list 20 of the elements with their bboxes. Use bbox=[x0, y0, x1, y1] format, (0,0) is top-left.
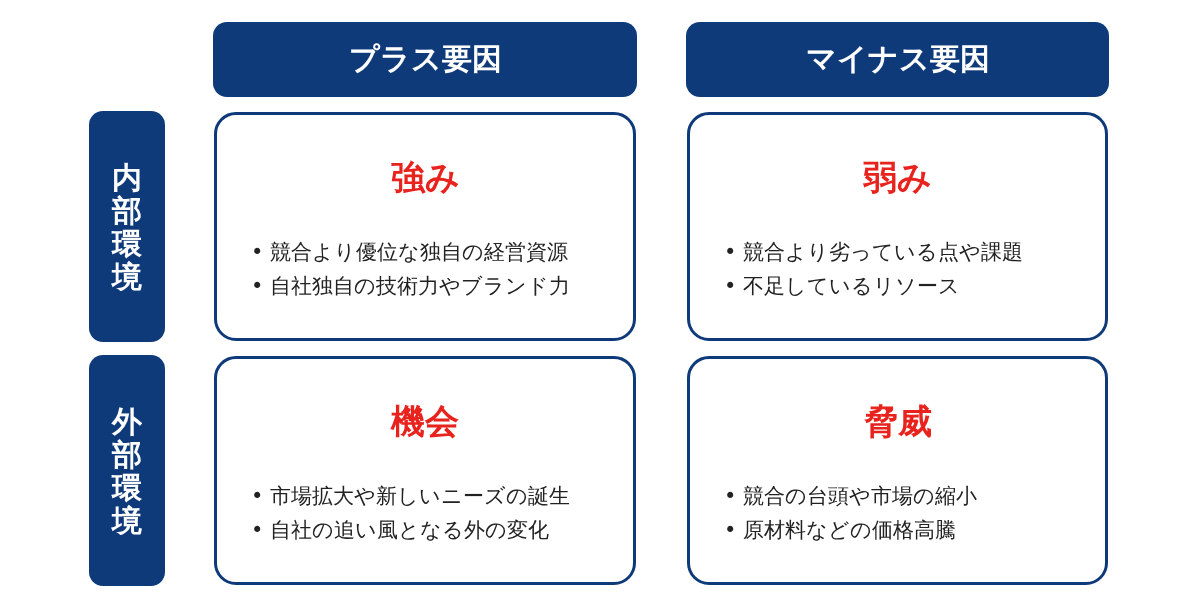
column-header: プラス要因 bbox=[213, 22, 637, 97]
bullet-item: • 競合より優位な独自の経営資源 bbox=[251, 239, 570, 266]
card-title: 脅威 bbox=[863, 400, 932, 443]
bullet-item: • 原材料などの価格高騰 bbox=[724, 517, 958, 544]
bullet-item: • 自社の追い風となる外の変化 bbox=[251, 517, 551, 544]
quadrant-card bbox=[214, 112, 636, 341]
bullet-item: • 競合より劣っている点や課題 bbox=[724, 239, 1024, 266]
card-title: 機会 bbox=[391, 400, 459, 443]
column-header: マイナス要因 bbox=[686, 22, 1109, 97]
bullet-item: • 市場拡大や新しいニーズの誕生 bbox=[251, 483, 571, 510]
bullet-item: • 自社独自の技術力やブランド力 bbox=[251, 273, 571, 300]
row-header: 外部環境 bbox=[89, 355, 165, 586]
row-header: 内部環境 bbox=[89, 111, 165, 342]
quadrant-card bbox=[214, 356, 636, 585]
card-title: 弱み bbox=[863, 156, 932, 199]
quadrant-card bbox=[687, 356, 1108, 585]
bullet-item: • 不足しているリソース bbox=[724, 273, 962, 300]
bullet-item: • 競合の台頭や市場の縮小 bbox=[724, 483, 978, 510]
quadrant-card bbox=[687, 112, 1108, 341]
card-title: 強み bbox=[390, 156, 460, 199]
